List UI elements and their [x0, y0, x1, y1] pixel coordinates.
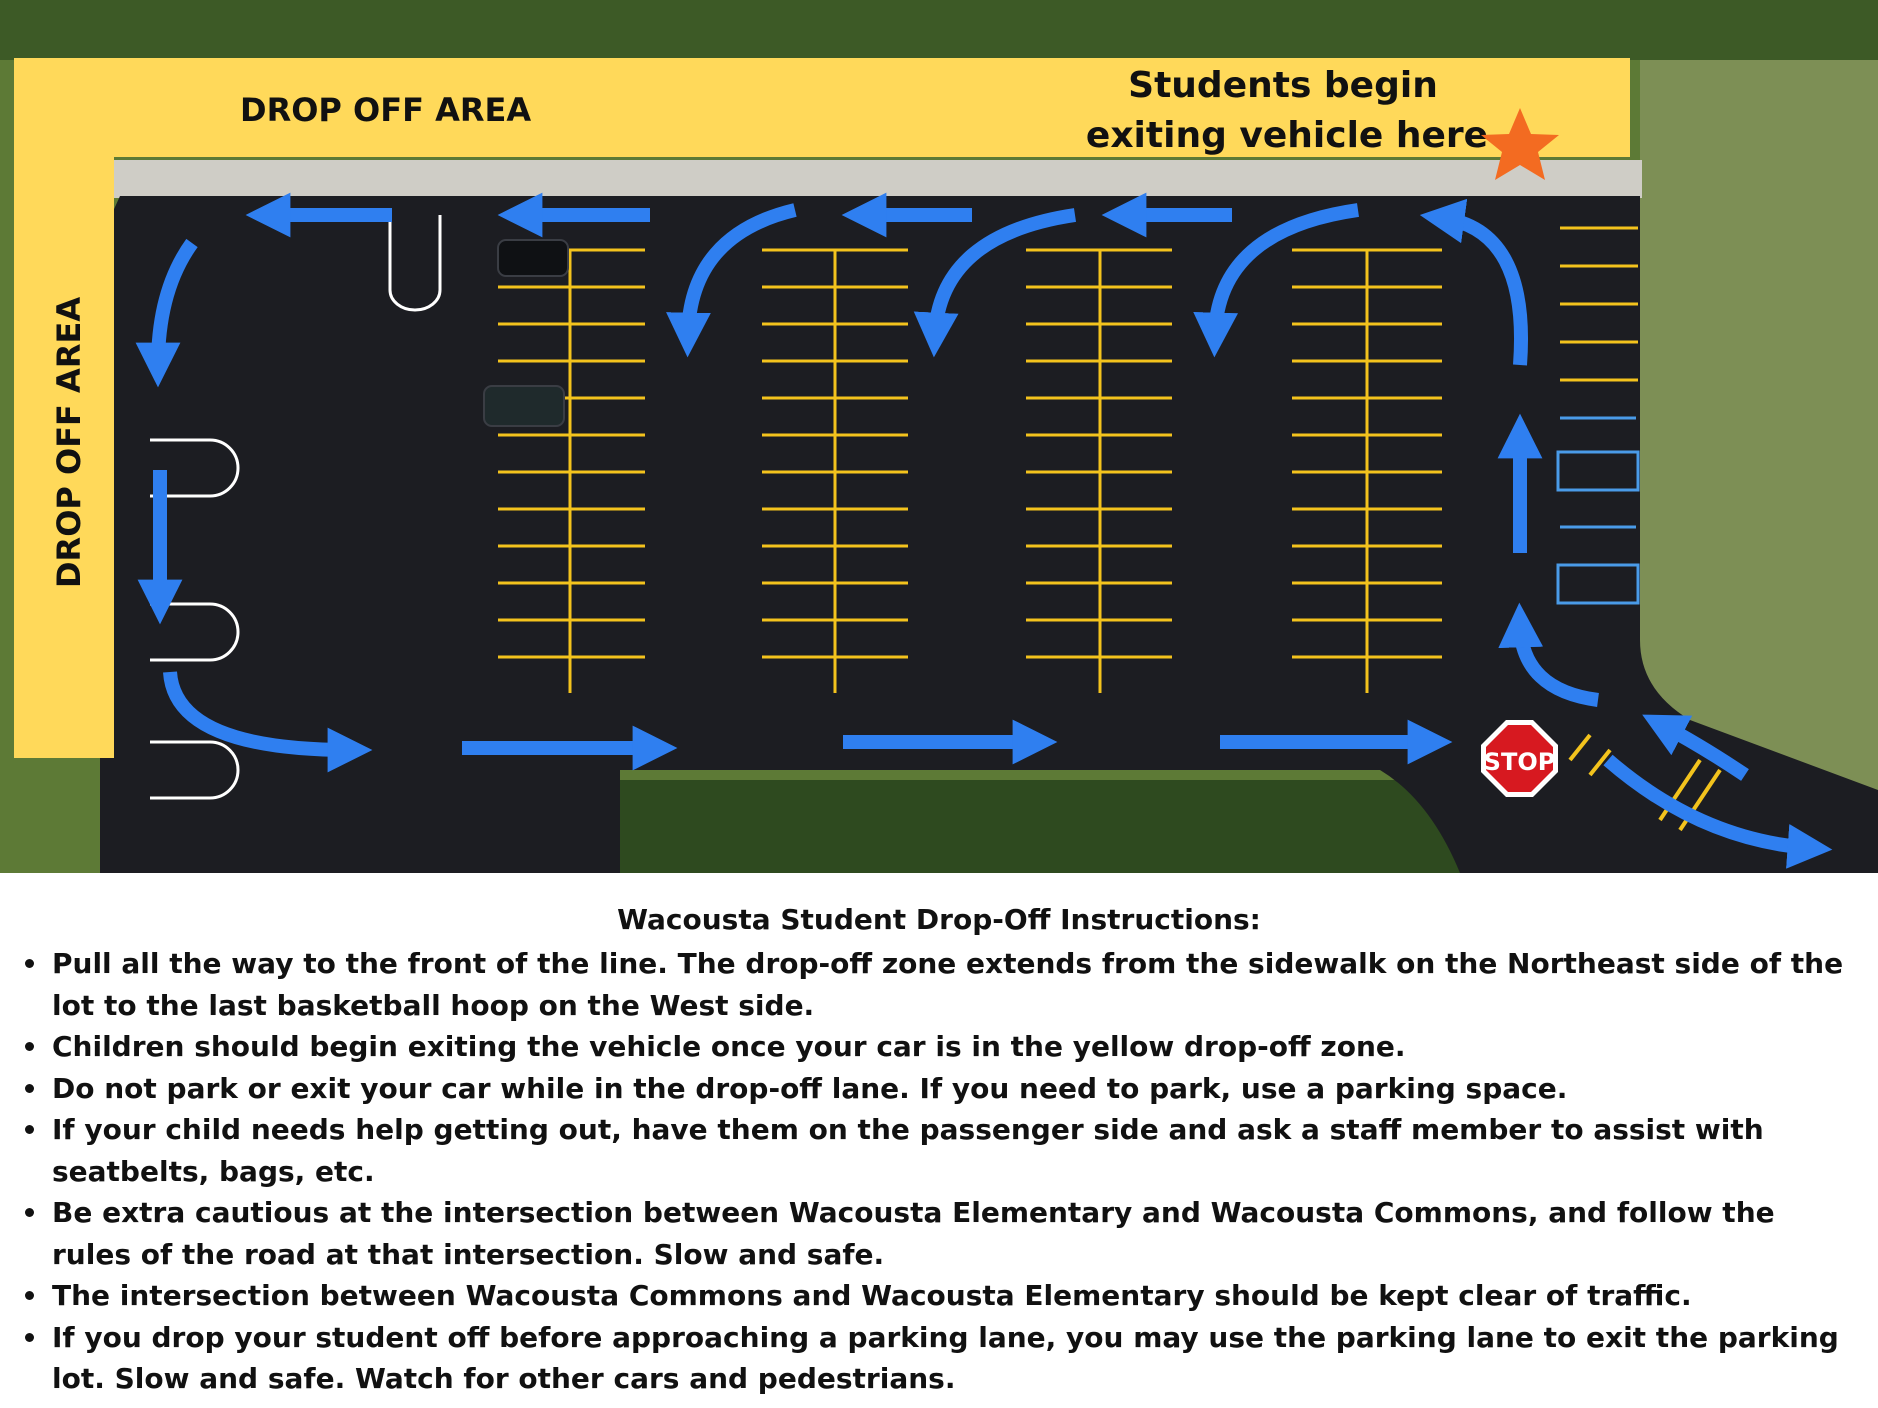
- south-trees: [560, 780, 1560, 873]
- callout-line-1: Students begin: [1128, 65, 1438, 106]
- basketball-hoops: [150, 215, 442, 800]
- list-item: If you drop your student off before appr…: [22, 1317, 1852, 1400]
- callout-line-2: exiting vehicle here: [1086, 115, 1488, 156]
- parking-rows: [498, 226, 1638, 693]
- sidewalk: [112, 160, 1642, 198]
- stop-sign-label: STOP: [1484, 748, 1556, 776]
- parked-car: [497, 239, 569, 277]
- instructions-list: Pull all the way to the front of the lin…: [22, 943, 1852, 1400]
- instructions-panel: Wacousta Student Drop-Off Instructions: …: [0, 873, 1878, 1408]
- parked-car: [483, 385, 565, 427]
- flow-arrow-icon: [135, 238, 198, 388]
- list-item: Do not park or exit your car while in th…: [22, 1068, 1852, 1110]
- flow-arrow-icon: [1642, 714, 1749, 781]
- list-item: Be extra cautious at the intersection be…: [22, 1192, 1852, 1275]
- list-item: Pull all the way to the front of the lin…: [22, 943, 1852, 1026]
- flow-arrow-icon: [1603, 754, 1833, 869]
- flow-arrow-icon: [1498, 602, 1600, 707]
- drop-off-label-left: DROP OFF AREA: [50, 297, 88, 588]
- flow-arrow-icon: [1193, 203, 1359, 358]
- list-item: The intersection between Wacousta Common…: [22, 1275, 1852, 1317]
- asphalt-lot: [100, 196, 1878, 873]
- parking-lot-map: DROP OFF AREA DROP OFF AREA Students beg…: [0, 0, 1878, 873]
- tree-line: [0, 0, 1878, 60]
- accessible-spaces: [1556, 416, 1640, 605]
- flow-arrow-icon: [666, 203, 797, 358]
- drop-off-label-top: DROP OFF AREA: [240, 91, 531, 129]
- drop-off-zone: [14, 58, 1630, 758]
- flow-arrow-icon: [1419, 198, 1528, 366]
- stop-sign-icon: STOP: [1481, 720, 1558, 797]
- list-item: Children should begin exiting the vehicl…: [22, 1026, 1852, 1068]
- flow-arrow-icon: [913, 208, 1077, 358]
- traffic-flow-arrows: [135, 192, 1833, 869]
- orange-star-icon: [1481, 108, 1559, 180]
- instructions-title: Wacousta Student Drop-Off Instructions:: [617, 903, 1261, 936]
- flow-arrow-icon: [163, 671, 373, 773]
- list-item: If your child needs help getting out, ha…: [22, 1109, 1852, 1192]
